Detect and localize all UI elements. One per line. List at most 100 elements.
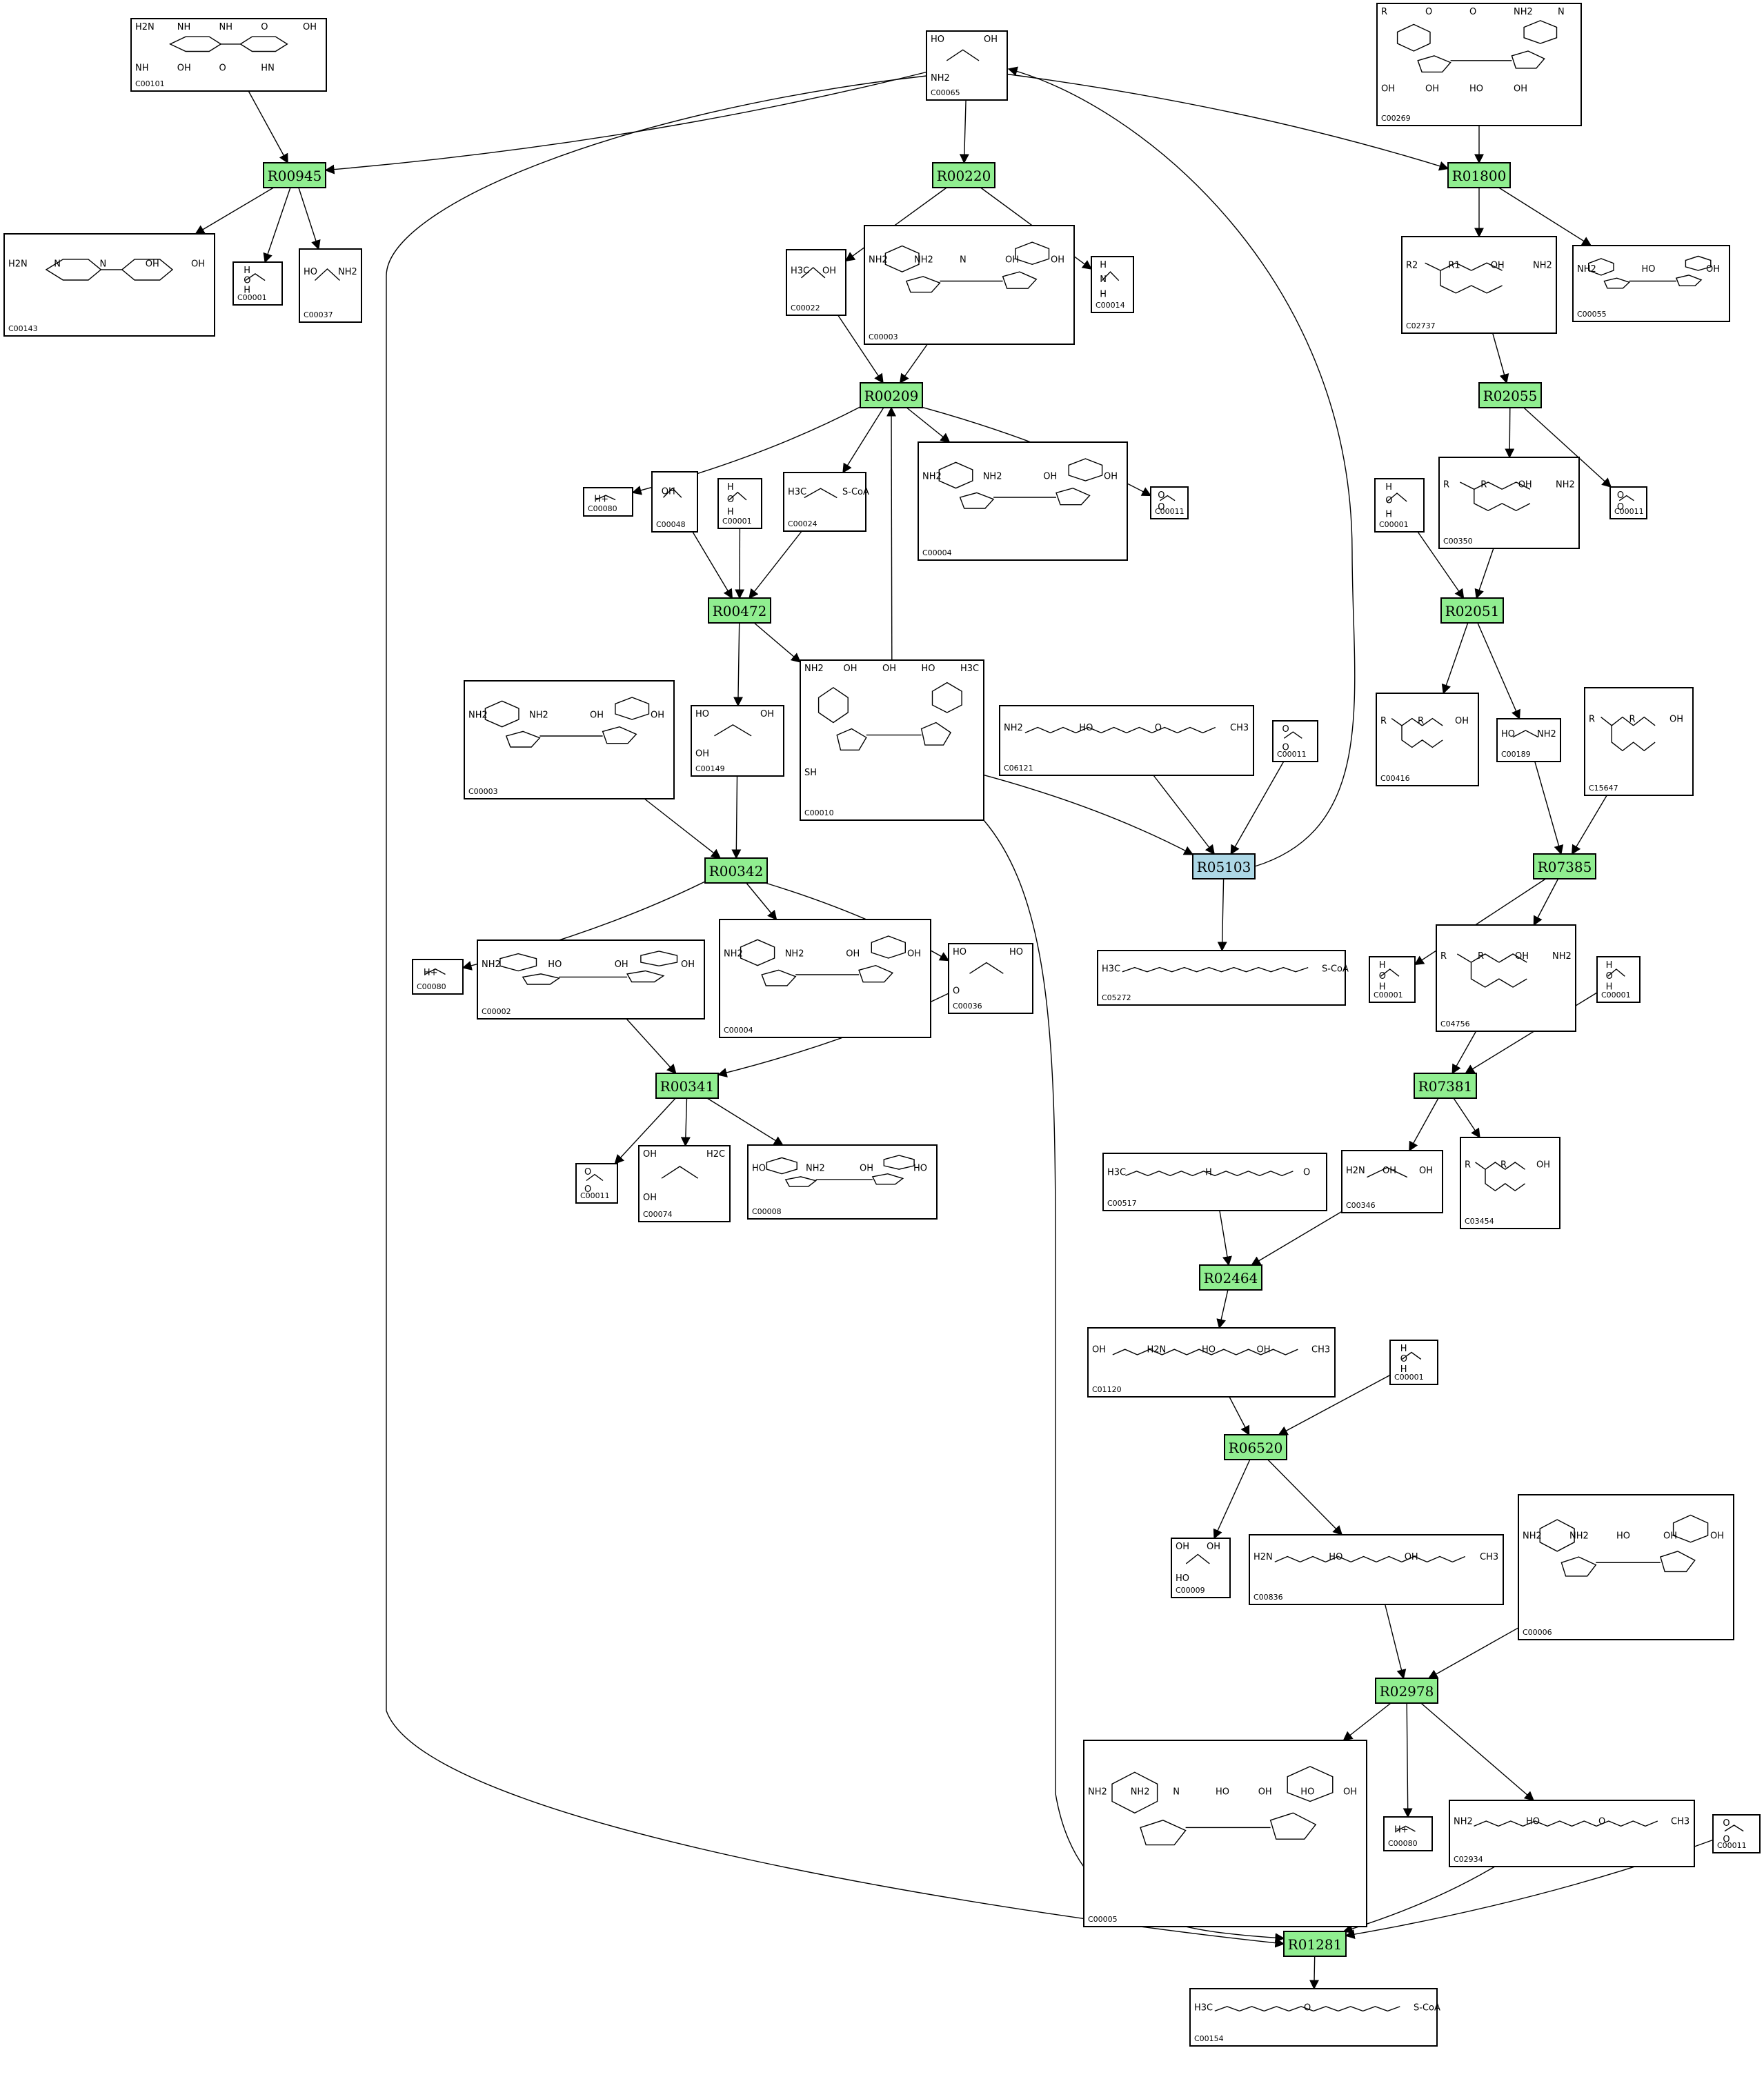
reaction-R00945[interactable]: R00945 bbox=[263, 162, 326, 188]
atom-label: O bbox=[1158, 490, 1165, 501]
atom-label: S-CoA bbox=[1414, 2002, 1440, 2013]
reaction-R01800[interactable]: R01800 bbox=[1447, 162, 1511, 188]
compound-box bbox=[786, 249, 846, 316]
structure-bond bbox=[1425, 262, 1503, 294]
atom-label: HO bbox=[1501, 729, 1515, 739]
compound-id-label: C01120 bbox=[1092, 1385, 1122, 1394]
reaction-R00220[interactable]: R00220 bbox=[932, 162, 995, 188]
edge-C00002-to-R00341 bbox=[626, 1018, 677, 1075]
reaction-R00472[interactable]: R00472 bbox=[708, 597, 771, 624]
reaction-R02051[interactable]: R02051 bbox=[1440, 597, 1504, 624]
reaction-R00209[interactable]: R00209 bbox=[860, 382, 923, 408]
atom-label: OH bbox=[844, 664, 858, 674]
edge-R02051-to-C00416 bbox=[1441, 622, 1469, 695]
reaction-R00341[interactable]: R00341 bbox=[655, 1073, 719, 1099]
compound-C00080c[interactable]: H+C00080 bbox=[1383, 1816, 1433, 1851]
atom-label: OH bbox=[1176, 1542, 1189, 1552]
structure-bond bbox=[1498, 953, 1527, 963]
reaction-R00342[interactable]: R00342 bbox=[704, 857, 768, 884]
reaction-R02978[interactable]: R02978 bbox=[1375, 1678, 1438, 1704]
reaction-R07385[interactable]: R07385 bbox=[1533, 853, 1596, 879]
reaction-R01281[interactable]: R01281 bbox=[1283, 1931, 1347, 1957]
atom-label: OH bbox=[643, 1149, 657, 1160]
edge-C00006-to-R02978 bbox=[1427, 1627, 1519, 1679]
compound-box bbox=[1460, 1137, 1560, 1229]
edge-R02978-to-C00005 bbox=[1342, 1702, 1391, 1741]
reaction-R02464[interactable]: R02464 bbox=[1199, 1264, 1262, 1291]
compound-box bbox=[1518, 1494, 1734, 1640]
compound-id-label: C00001 bbox=[1394, 1373, 1424, 1382]
reaction-R07381[interactable]: R07381 bbox=[1414, 1073, 1477, 1099]
atom-label: N bbox=[960, 255, 967, 266]
reaction-id-label: R00472 bbox=[713, 603, 767, 619]
reaction-id-label: R05103 bbox=[1197, 859, 1251, 875]
atom-label: OH bbox=[1663, 1531, 1677, 1541]
reaction-R06520[interactable]: R06520 bbox=[1224, 1434, 1287, 1460]
atom-label: OH bbox=[303, 22, 317, 32]
atom-label: HO bbox=[1202, 1345, 1216, 1355]
atom-label: R bbox=[1478, 951, 1484, 962]
atom-label: NH2 bbox=[914, 255, 933, 266]
atom-label: O bbox=[1400, 1354, 1407, 1364]
compound-C00080a[interactable]: H+C00080 bbox=[583, 487, 633, 517]
compound-C00080b[interactable]: H+C00080 bbox=[412, 959, 464, 995]
structure-bond bbox=[101, 259, 174, 281]
compound-id-label: C00149 bbox=[695, 764, 725, 773]
atom-label: HO bbox=[953, 947, 967, 957]
atom-label: N bbox=[54, 259, 61, 270]
compound-box bbox=[651, 471, 698, 533]
reaction-box bbox=[932, 162, 995, 188]
reaction-R02055[interactable]: R02055 bbox=[1478, 382, 1542, 408]
reaction-R05103[interactable]: R05103 bbox=[1192, 853, 1256, 879]
